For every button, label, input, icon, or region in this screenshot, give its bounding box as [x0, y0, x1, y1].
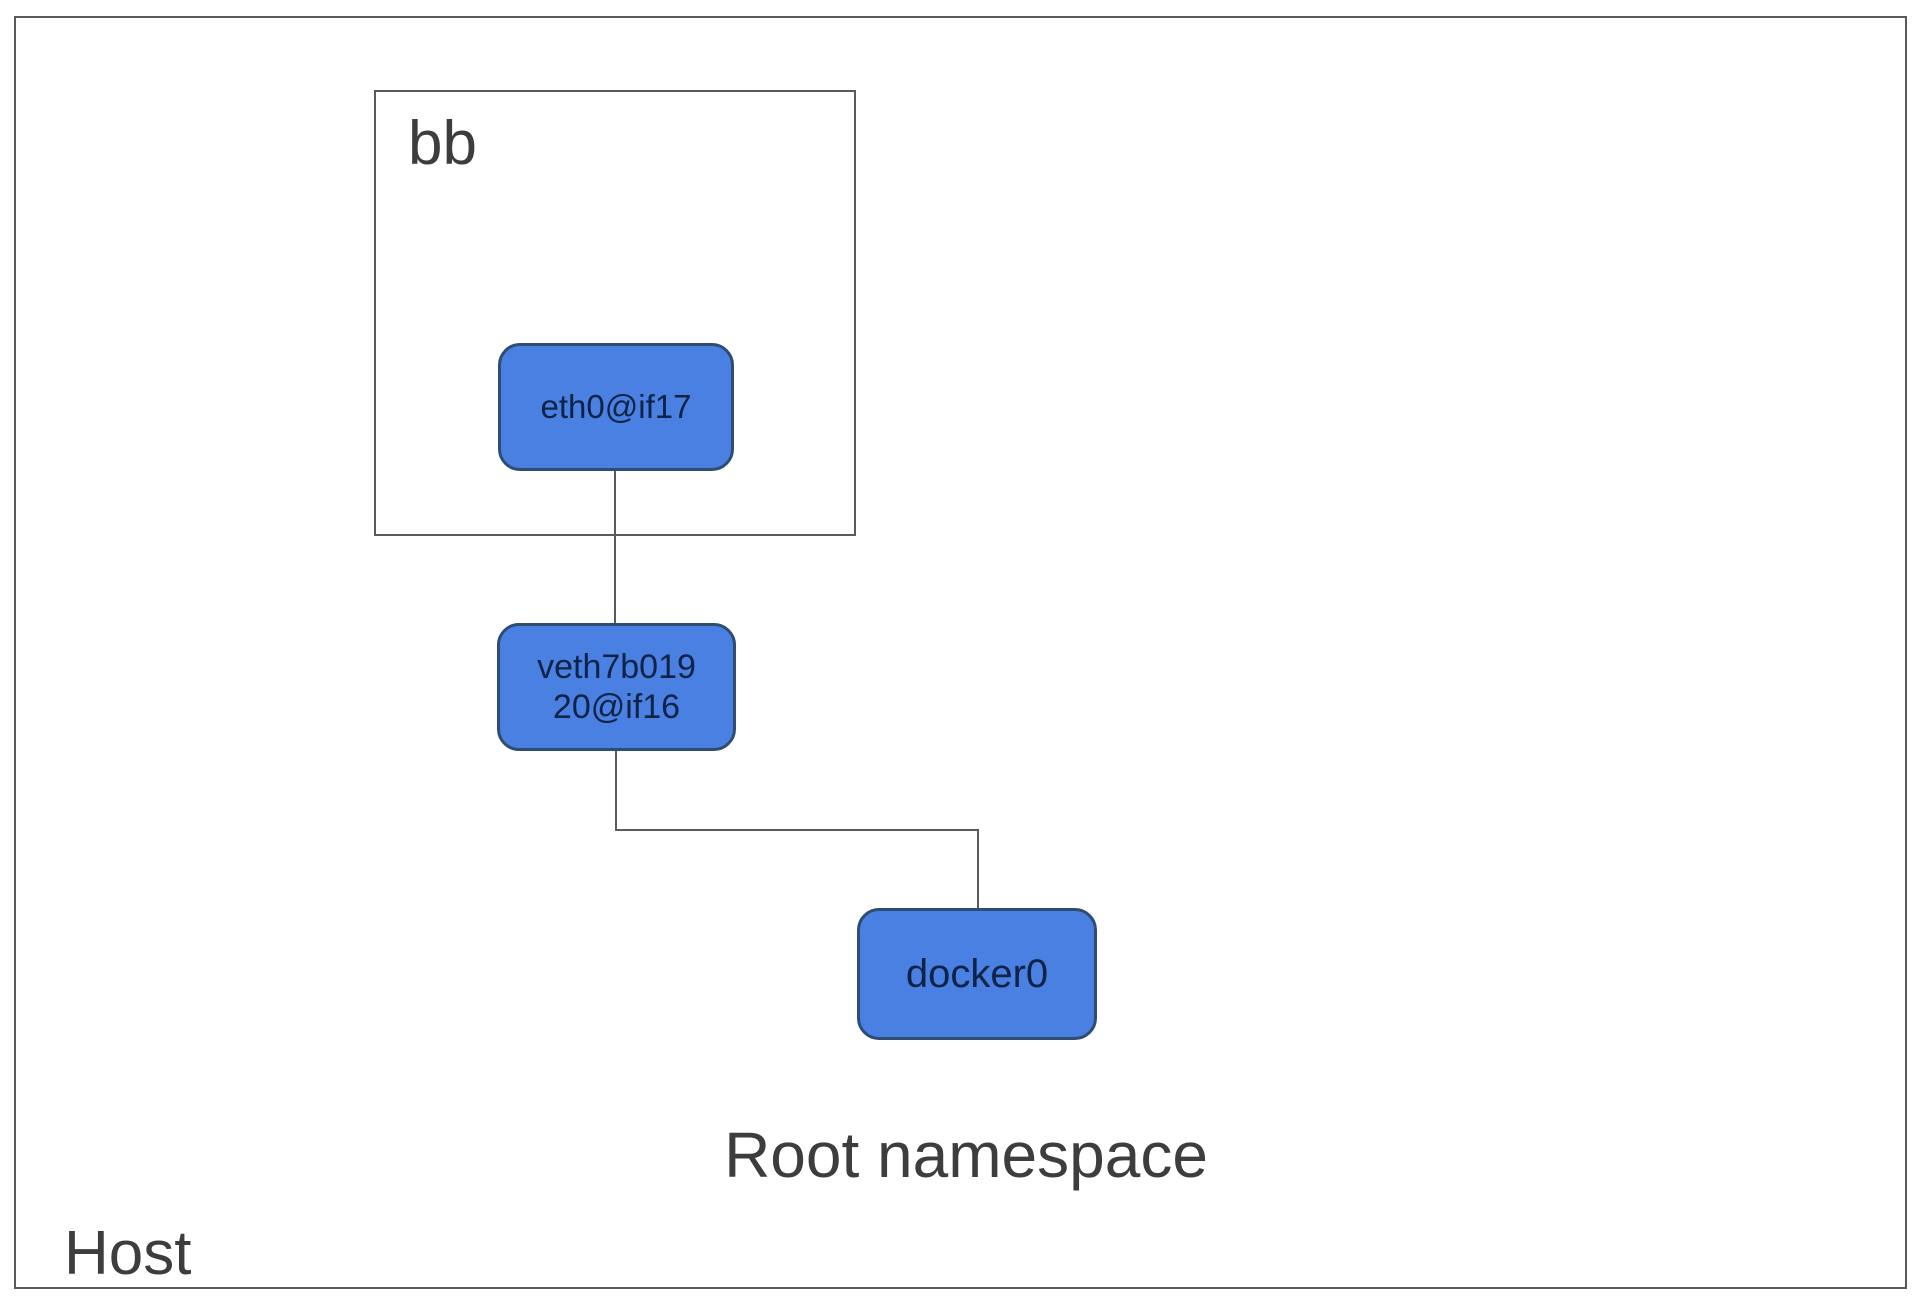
node-veth-label-line1: veth7b019	[537, 648, 696, 686]
bb-namespace-label: bb	[408, 109, 477, 178]
node-eth0: eth0@if17	[498, 343, 734, 471]
node-docker0-label: docker0	[905, 951, 1049, 996]
node-veth: veth7b019 20@if16	[497, 623, 736, 751]
edge-veth-to-docker0-segment-drop	[977, 831, 979, 908]
edge-eth0-to-veth	[614, 471, 616, 623]
root-namespace-label: Root namespace	[724, 1119, 1208, 1191]
node-eth0-label: eth0@if17	[540, 388, 692, 425]
host-label: Host	[64, 1219, 192, 1288]
edge-veth-to-docker0-segment-across	[615, 829, 979, 831]
node-veth-label-line2: 20@if16	[552, 688, 681, 726]
edge-veth-to-docker0-segment-down	[615, 751, 617, 831]
host-boundary: bb eth0@if17 veth7b019 20@if16 docker0 R…	[14, 16, 1907, 1289]
node-docker0: docker0	[857, 908, 1097, 1040]
